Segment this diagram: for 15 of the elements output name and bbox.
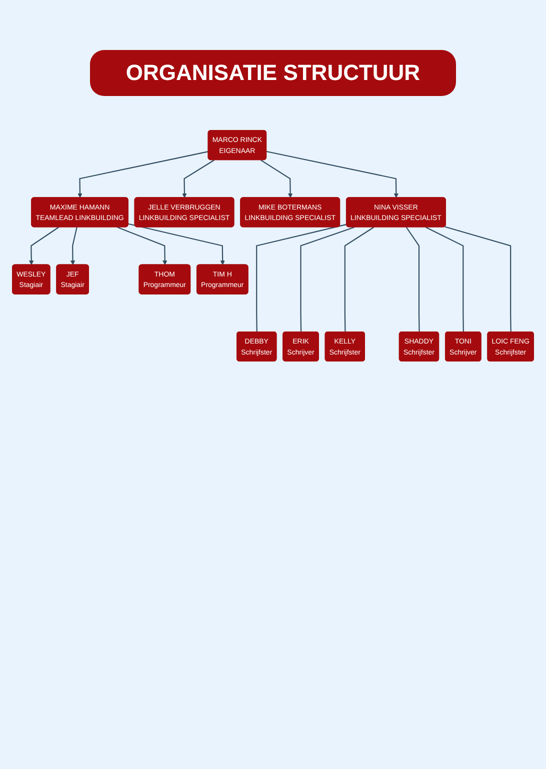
arrow — [117, 226, 168, 266]
connector — [344, 226, 374, 332]
arrow — [266, 150, 399, 198]
title-banner: ORGANISATIE STRUCTUUR — [90, 50, 456, 96]
arrow — [70, 227, 78, 266]
connector — [300, 226, 355, 332]
connector — [444, 226, 512, 332]
connector — [426, 226, 464, 332]
arrow — [182, 160, 214, 198]
connector — [256, 224, 347, 332]
arrow — [128, 223, 225, 266]
arrow — [260, 160, 293, 198]
arrow — [29, 226, 59, 266]
arrow — [78, 151, 208, 198]
connector — [406, 226, 420, 332]
